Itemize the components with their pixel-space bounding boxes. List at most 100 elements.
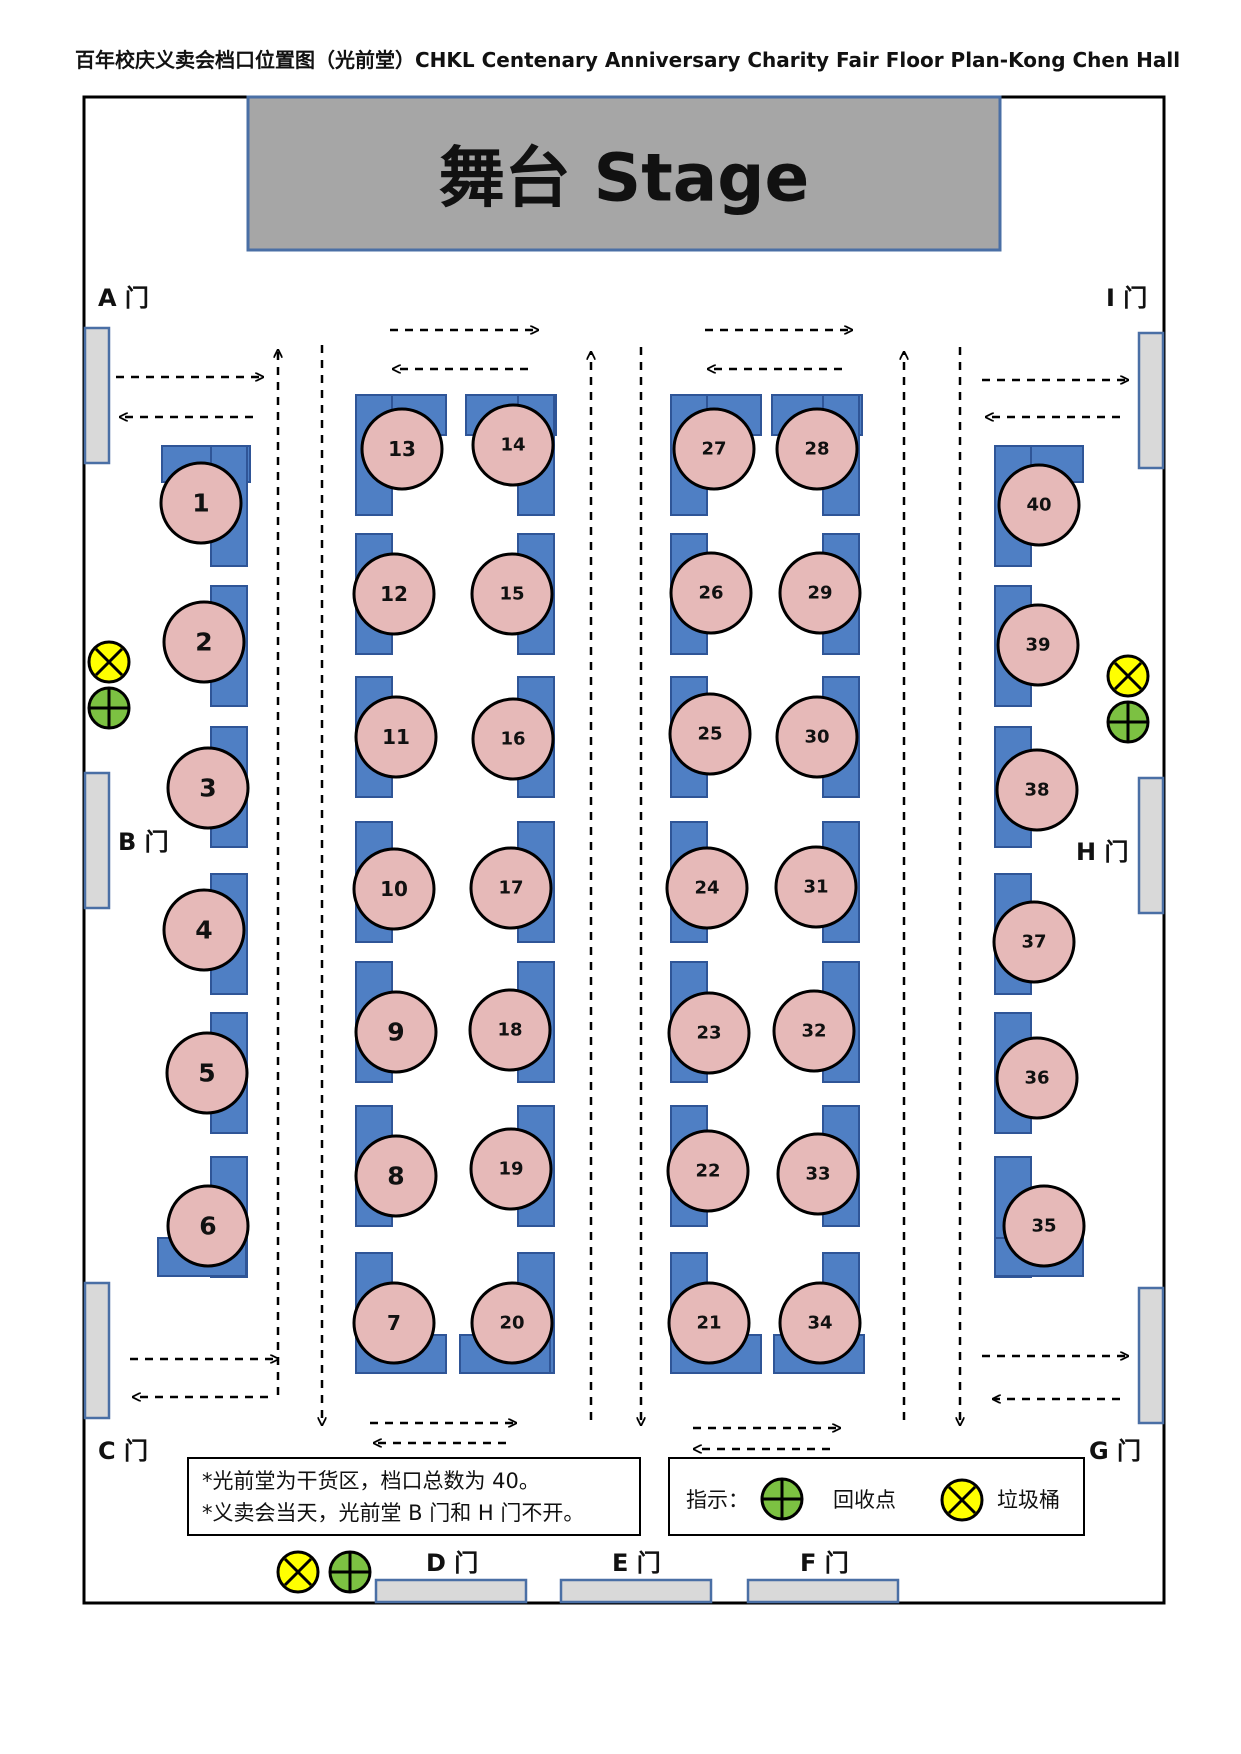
stall-39[interactable]: 39 (996, 603, 1080, 687)
x-circle-icon (276, 1550, 320, 1594)
stall-30[interactable]: 30 (775, 695, 859, 779)
stall-35[interactable]: 35 (1002, 1184, 1086, 1268)
wall-icons-bottom (276, 1550, 372, 1594)
hall-outline (82, 95, 1166, 1605)
stall-21[interactable]: 21 (667, 1281, 751, 1365)
door-a[interactable] (83, 326, 111, 465)
stall-11[interactable]: 11 (354, 695, 438, 779)
stall-circle (669, 551, 753, 635)
stall-38[interactable]: 38 (995, 748, 1079, 832)
stall-16[interactable]: 16 (471, 697, 555, 781)
stall-24[interactable]: 24 (665, 846, 749, 930)
stall-26[interactable]: 26 (669, 551, 753, 635)
legend-recycle-label: 回收点 (833, 1488, 896, 1512)
stall-19[interactable]: 19 (469, 1127, 553, 1211)
stall-number: 35 (1031, 1216, 1056, 1237)
door-h[interactable] (1137, 776, 1165, 915)
stage: 舞台 Stage (246, 95, 1002, 252)
stall-circle (470, 552, 554, 636)
stall-15[interactable]: 15 (470, 552, 554, 636)
walking-path-arrows (116, 330, 1128, 1449)
x-circle-icon (87, 640, 131, 684)
door-label-b: B 门 (118, 828, 169, 856)
stall-3[interactable]: 3 (166, 746, 250, 830)
plus-circle-icon (1106, 700, 1150, 744)
stall-circle (162, 600, 246, 684)
stall-circle (672, 407, 756, 491)
stall-28[interactable]: 28 (775, 407, 859, 491)
stall-6[interactable]: 6 (166, 1184, 250, 1268)
door-f[interactable] (746, 1578, 900, 1604)
stall-number: 22 (695, 1161, 720, 1182)
stall-circle (778, 551, 862, 635)
wall-icons-right (1106, 654, 1150, 744)
stall-circle (354, 990, 438, 1074)
stall-number: 1 (192, 489, 209, 518)
legend-prefix: 指示： (686, 1488, 749, 1512)
stall-13[interactable]: 13 (360, 407, 444, 491)
stall-14[interactable]: 14 (471, 403, 555, 487)
stall-27[interactable]: 27 (672, 407, 756, 491)
stall-number: 37 (1021, 932, 1046, 953)
door-d[interactable] (374, 1578, 528, 1604)
stall-32[interactable]: 32 (772, 989, 856, 1073)
stall-circle (1002, 1184, 1086, 1268)
door-b[interactable] (83, 771, 111, 910)
stall-number: 3 (199, 774, 216, 803)
stall-18[interactable]: 18 (468, 988, 552, 1072)
plus-circle-icon (87, 686, 131, 730)
stall-8[interactable]: 8 (354, 1134, 438, 1218)
stall-circle (996, 603, 1080, 687)
stall-circle (667, 1281, 751, 1365)
stall-20[interactable]: 20 (470, 1281, 554, 1365)
stall-circle (992, 900, 1076, 984)
stall-circle (775, 695, 859, 779)
stall-number: 10 (380, 877, 408, 901)
door-label-c: C 门 (98, 1437, 148, 1465)
stall-number: 28 (804, 439, 829, 460)
note-line-2: *义卖会当天，光前堂 B 门和 H 门不开。 (202, 1501, 584, 1525)
stall-circle (162, 888, 246, 972)
stall-5[interactable]: 5 (165, 1031, 249, 1115)
stall-7[interactable]: 7 (352, 1281, 436, 1365)
stall-33[interactable]: 33 (776, 1132, 860, 1216)
wall-icons-left (87, 640, 131, 730)
stall-number: 29 (807, 583, 832, 604)
stall-25[interactable]: 25 (668, 692, 752, 776)
door-i[interactable] (1137, 331, 1165, 470)
stall-1[interactable]: 1 (159, 461, 243, 545)
door-e[interactable] (559, 1578, 713, 1604)
stall-23[interactable]: 23 (667, 991, 751, 1075)
stall-10[interactable]: 10 (352, 847, 436, 931)
stall-number: 7 (387, 1311, 401, 1335)
stall-number: 39 (1025, 635, 1050, 656)
stall-2[interactable]: 2 (162, 600, 246, 684)
stall-circle (469, 1127, 553, 1211)
door-label-h: H 门 (1076, 838, 1128, 866)
stall-number: 13 (388, 437, 416, 461)
stall-17[interactable]: 17 (469, 846, 553, 930)
stall-40[interactable]: 40 (997, 463, 1081, 547)
stall-36[interactable]: 36 (995, 1036, 1079, 1120)
stall-number: 9 (387, 1018, 404, 1047)
stall-37[interactable]: 37 (992, 900, 1076, 984)
stall-number: 36 (1024, 1068, 1049, 1089)
stall-circle (469, 846, 553, 930)
stall-29[interactable]: 29 (778, 551, 862, 635)
stall-31[interactable]: 31 (774, 845, 858, 929)
tables (157, 394, 1084, 1374)
stall-22[interactable]: 22 (666, 1129, 750, 1213)
doors (83, 326, 1165, 1604)
stall-circle (774, 845, 858, 929)
stall-9[interactable]: 9 (354, 990, 438, 1074)
page-title: 百年校庆义卖会档口位置图（光前堂）CHKL Centenary Annivers… (75, 48, 1181, 72)
stall-12[interactable]: 12 (352, 552, 436, 636)
stall-number: 30 (804, 727, 829, 748)
stall-circle (997, 463, 1081, 547)
stall-34[interactable]: 34 (778, 1281, 862, 1365)
door-g[interactable] (1137, 1286, 1165, 1425)
stall-number: 38 (1024, 780, 1049, 801)
stall-4[interactable]: 4 (162, 888, 246, 972)
door-c[interactable] (83, 1281, 111, 1420)
